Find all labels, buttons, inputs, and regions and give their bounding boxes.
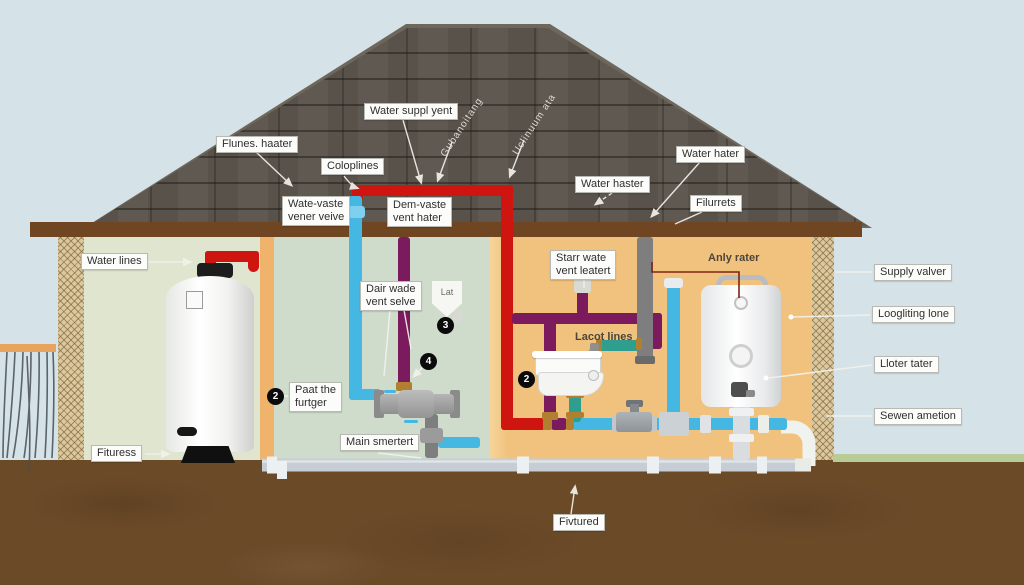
label-couplings: Coloplines	[321, 158, 385, 176]
label-stack-vent: Starr wate vent leatert	[550, 250, 617, 281]
blue-dash-mark	[404, 420, 418, 423]
label-sewer-connection: Sewen ametion	[874, 408, 962, 426]
cold-elbow-to-valve	[349, 389, 381, 400]
vent-right-drop	[650, 313, 662, 345]
gate-valve-stem	[630, 404, 639, 416]
label-looping-line: Loogliting lone	[872, 306, 955, 324]
cold-riser-right-room	[667, 286, 680, 420]
vent-drop-middle-room	[398, 237, 410, 389]
toilet-tank-lid	[532, 351, 602, 358]
heater-bolt	[734, 296, 748, 310]
middle-room	[274, 237, 490, 462]
hot-bottom-run	[501, 418, 545, 430]
badge-4: 4	[420, 353, 437, 370]
stack-coupling-lower	[542, 412, 558, 420]
label-fixtures-left: Fituress	[91, 445, 143, 463]
reeds-plant	[2, 351, 55, 473]
gate-valve-body	[616, 412, 652, 432]
heater-drop-pipe	[733, 404, 750, 460]
label-flues-heater: Flunes. haater	[216, 136, 299, 154]
heater-pipe-coupling-2	[729, 434, 754, 442]
gate-valve-flange-left	[612, 416, 619, 432]
hot-pipe-right-drop	[501, 185, 513, 425]
vent-stub-cap	[574, 279, 591, 293]
toilet-drain-coupling-bottom	[566, 412, 584, 418]
ground	[0, 460, 1024, 585]
label-fixtures-roof: Filurrets	[690, 195, 742, 213]
gate-valve-handle	[626, 400, 643, 407]
heater-pipe-coupling-1	[729, 408, 754, 416]
cold-riser-middle-room	[349, 196, 362, 396]
teal-brass-right	[636, 338, 642, 350]
valve-top-coupling	[396, 382, 412, 391]
toilet-bowl	[538, 372, 604, 396]
tee-fitting	[420, 428, 443, 443]
tank-hot-outlet-pipe	[205, 251, 259, 262]
label-drain-waste-vent-valve: Dair wade vent selve	[360, 281, 422, 312]
cold-tee-fitting	[659, 412, 689, 436]
label-water-supply-vent: Water suppl yent	[364, 103, 459, 121]
tank-vent-slot	[177, 427, 197, 436]
gate-valve-flange-right	[650, 416, 657, 432]
lat-tag-text: Lat	[440, 287, 454, 297]
badge-2-right-room: 2	[518, 371, 535, 388]
heater-drain-spout	[746, 390, 755, 397]
label-main-shutoff: Main smertert	[340, 434, 420, 452]
label-waste-vent-valve: Wate-vaste vener veive	[282, 196, 351, 227]
toilet-flush-button	[588, 370, 599, 381]
hose-fitting	[590, 343, 599, 351]
cold-riser-coupling	[346, 206, 365, 218]
heater-gauge	[729, 344, 753, 368]
tank-hot-outlet-riser	[205, 251, 216, 268]
cold-coupling-2	[758, 415, 769, 433]
tank-spec-label	[186, 291, 203, 309]
right-exterior-wall	[812, 237, 834, 462]
label-water-lines: Water lines	[81, 253, 148, 271]
label-supply-valve: Supply valver	[874, 264, 953, 282]
grass-strip	[833, 454, 1024, 462]
gray-stack-end	[635, 356, 655, 364]
valve-left-flange	[374, 390, 384, 418]
label-water-heater-right: Lloter tater	[874, 356, 939, 374]
vent-horizontal-branch	[512, 313, 662, 324]
cold-branch-to-divider	[438, 437, 480, 448]
label-anly-rater: Anly rater	[708, 252, 760, 264]
brass-union-2	[566, 418, 574, 430]
eave-fascia	[30, 222, 862, 237]
label-drain-waste-vent: Dem-vaste vent hater	[387, 197, 453, 228]
valve-center-bulge	[398, 390, 434, 418]
label-past-the: Paat the furtger	[289, 382, 342, 413]
hot-pipe-left-elbow	[352, 185, 363, 201]
tank-top-flange	[197, 263, 233, 278]
cold-riser-cap	[664, 278, 683, 288]
sewer-trap	[781, 420, 816, 466]
label-fixtures-bottom: Fivtured	[553, 514, 605, 532]
tank-base	[181, 446, 235, 463]
badge-2-middle-room: 2	[267, 388, 284, 405]
gray-stack-pipe	[637, 237, 653, 362]
label-water-heater-2: Water haster	[575, 176, 650, 194]
badge-3: 3	[437, 317, 454, 334]
hot-vent-pipe-attic	[352, 185, 512, 196]
heater-drain-valve	[731, 382, 748, 397]
teal-brass-left	[596, 339, 602, 351]
tank-hot-outlet-elbow	[248, 251, 259, 272]
cold-coupling-1	[700, 415, 711, 433]
brass-union-1	[543, 418, 552, 430]
teal-branch-pipe	[598, 340, 642, 351]
blue-tick-mark	[384, 390, 396, 393]
vent-stub	[577, 291, 588, 315]
room-divider	[260, 237, 274, 462]
label-local-lines: Lacot lines	[575, 331, 633, 343]
planter-cap	[0, 344, 56, 352]
left-water-heater-tank	[166, 276, 254, 452]
valve-right-flange	[450, 390, 460, 418]
left-exterior-wall	[58, 237, 84, 462]
label-water-heater-1: Water hater	[676, 146, 746, 164]
